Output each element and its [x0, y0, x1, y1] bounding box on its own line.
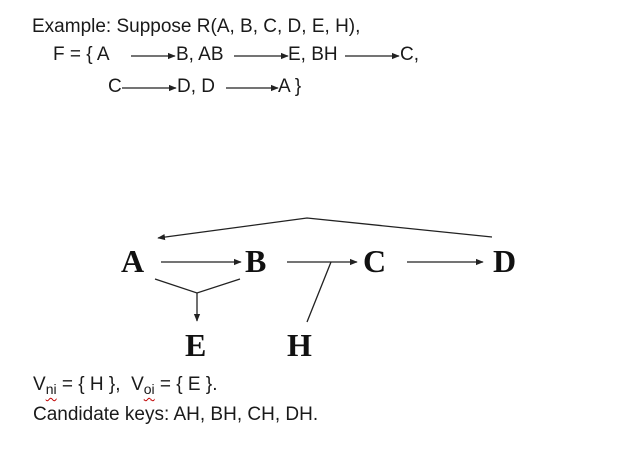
- voi-subscript: oi: [143, 381, 155, 397]
- fd-set-open: F = { A: [53, 44, 110, 65]
- fd3-rhs: C,: [400, 44, 419, 65]
- edge-h-join: [306, 261, 332, 323]
- vni-subscript: ni: [45, 381, 57, 397]
- node-b: B: [245, 243, 267, 279]
- candidate-keys: Candidate keys: AH, BH, CH, DH.: [33, 404, 319, 425]
- example-title: Example: Suppose R(A, B, C, D, E, H),: [32, 16, 361, 37]
- node-h: H: [287, 327, 312, 363]
- vni-value: = { H },: [56, 374, 132, 395]
- vni-voi-line: Vni = { H }, Voi = { E }.: [33, 374, 218, 397]
- node-e: E: [185, 327, 207, 363]
- fd5-rhs: A }: [278, 76, 302, 97]
- voi-value: = { E }.: [154, 374, 218, 395]
- edge-d-a: [157, 217, 493, 241]
- fd4-lhs: C: [108, 76, 122, 97]
- node-c: C: [363, 243, 387, 279]
- edge-ab-e-join: [154, 278, 241, 294]
- node-d: D: [493, 243, 517, 279]
- fd2-rhs: E, BH: [288, 44, 338, 65]
- node-a: A: [121, 243, 145, 279]
- fd4-rhs: D, D: [177, 76, 215, 97]
- vni-prefix: V: [33, 374, 46, 395]
- fd1-rhs: B, AB: [176, 44, 224, 65]
- voi-prefix: V: [131, 374, 144, 395]
